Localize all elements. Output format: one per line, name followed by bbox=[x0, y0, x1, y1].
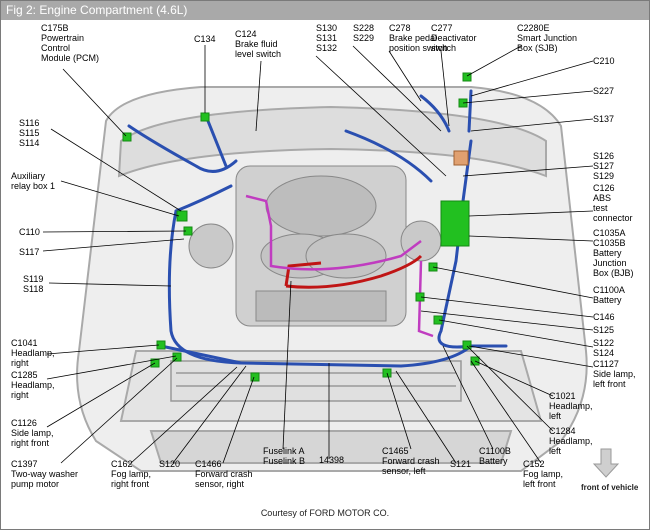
callout-c1465: C1465 Forward crash sensor, left bbox=[382, 446, 440, 476]
callout-c1285: C1285 Headlamp, right bbox=[11, 370, 55, 400]
callout-s130: S130 S131 S132 bbox=[316, 23, 338, 53]
callout-c175b: C175B Powertrain Control Module (PCM) bbox=[41, 23, 100, 63]
callout-s137: S137 bbox=[593, 114, 615, 124]
callout-c1100b: C1100B Battery bbox=[479, 446, 511, 466]
callout-c1021: C1021 Headlamp, left bbox=[549, 391, 593, 421]
callout-s126: S126 S127 S129 bbox=[593, 151, 615, 181]
blue-harness bbox=[127, 89, 508, 368]
front-of-vehicle-label: front of vehicle bbox=[581, 483, 639, 492]
callout-s116: S116 S115 S114 bbox=[19, 118, 40, 148]
callout-s120: S120 bbox=[159, 459, 181, 469]
magenta-harness bbox=[245, 194, 434, 338]
callout-c2280e: C2280E Smart Junction Box (SJB) bbox=[517, 23, 578, 53]
brake-booster bbox=[453, 150, 469, 166]
callout-c152: C152 Fog lamp, left front bbox=[523, 459, 564, 489]
callout-c126: C126 ABS test connector bbox=[593, 183, 633, 223]
callout-c1035a: C1035A C1035B Battery Junction Box (BJB) bbox=[593, 228, 634, 278]
credit-line: Courtesy of FORD MOTOR CO. bbox=[260, 508, 390, 518]
callout-s117: S117 bbox=[19, 247, 40, 257]
callout-14398: 14398 bbox=[319, 455, 345, 465]
callout-fuselink: Fuselink A Fuselink B bbox=[263, 446, 306, 466]
front-arrow-icon bbox=[592, 448, 620, 478]
leader-lines bbox=[42, 45, 594, 464]
callout-s125: S125 bbox=[593, 325, 615, 335]
callout-c134: C134 bbox=[194, 34, 216, 44]
callout-c124: C124 Brake fluid level switch bbox=[235, 29, 282, 59]
callout-c1100a: C1100A Battery bbox=[593, 285, 625, 305]
callout-c210: C210 bbox=[593, 56, 615, 66]
callout-c1466: C1466 Forward crash sensor, right bbox=[195, 459, 253, 489]
radiator-support bbox=[170, 360, 462, 402]
callout-c162: C162 Fog lamp, right front bbox=[111, 459, 152, 489]
red-harness bbox=[284, 254, 423, 289]
callout-c277: C277 Deactivator switch bbox=[431, 23, 477, 53]
callout-aux-relay: Auxiliary relay box 1 bbox=[11, 171, 56, 191]
callout-c1126: C1126 Side lamp, right front bbox=[11, 418, 54, 448]
figure-title: Fig 2: Engine Compartment (4.6L) bbox=[1, 1, 649, 20]
callout-s228: S228 S229 bbox=[353, 23, 375, 43]
callout-s227: S227 bbox=[593, 86, 615, 96]
callout-c1284: C1284 Headlamp, left bbox=[549, 426, 593, 456]
callout-c1127: C1127 Side lamp, left front bbox=[593, 359, 636, 389]
callout-c1397: C1397 Two-way washer pump motor bbox=[11, 459, 79, 489]
engine-block bbox=[188, 165, 442, 327]
callout-c146: C146 bbox=[593, 312, 615, 322]
callout-c1041: C1041 Headlamp, right bbox=[11, 338, 55, 368]
callout-s121: S121 bbox=[450, 459, 472, 469]
callout-s119: S119 S118 bbox=[23, 274, 44, 294]
callout-c110: C110 bbox=[19, 227, 40, 237]
callout-c278: C278 Brake pedal position switch bbox=[389, 23, 448, 53]
callout-s122: S122 S124 bbox=[593, 338, 615, 358]
